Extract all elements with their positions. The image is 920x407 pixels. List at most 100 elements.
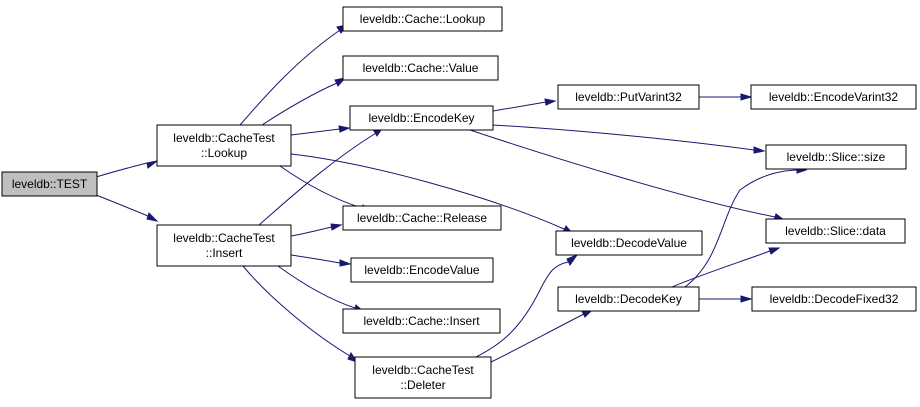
node-label: leveldb::Slice::size xyxy=(787,150,886,164)
arrowhead xyxy=(768,247,781,255)
edge-line xyxy=(95,162,148,178)
edge-line xyxy=(475,261,569,358)
edge-line xyxy=(290,226,333,237)
arrowhead xyxy=(338,125,351,133)
edge-line xyxy=(492,124,755,151)
edge-line xyxy=(95,194,149,217)
arrowhead xyxy=(330,223,343,231)
arrowhead xyxy=(740,93,753,101)
edge-line xyxy=(492,101,547,112)
node-label: leveldb::EncodeKey xyxy=(368,111,474,125)
node-box xyxy=(342,6,503,32)
node-box xyxy=(557,84,700,110)
node-box xyxy=(557,286,700,312)
node-ct-insert[interactable]: leveldb::CacheTest::Insert xyxy=(156,224,292,267)
node-cache-release[interactable]: leveldb::Cache::Release xyxy=(342,205,502,231)
node-label: leveldb::EncodeVarint32 xyxy=(769,90,899,104)
node-box xyxy=(349,105,494,131)
node-label: leveldb::Cache::Insert xyxy=(363,314,480,328)
node-decode-key[interactable]: leveldb::DecodeKey xyxy=(557,286,700,312)
edge-ct-deleter-to-decode-key xyxy=(490,309,594,363)
node-label: leveldb::EncodeValue xyxy=(364,263,480,277)
node-label: ::Lookup xyxy=(201,146,247,160)
node-cache-value[interactable]: leveldb::Cache::Value xyxy=(342,55,499,81)
node-label: ::Insert xyxy=(206,246,243,260)
edge-line xyxy=(290,254,341,264)
node-decode-fixed32[interactable]: leveldb::DecodeFixed32 xyxy=(751,286,917,312)
node-encode-varint32[interactable]: leveldb::EncodeVarint32 xyxy=(750,84,917,110)
edge-ct-insert-to-cache-release xyxy=(290,223,343,237)
node-box xyxy=(750,84,917,110)
edge-encode-key-to-put-varint32 xyxy=(492,98,557,112)
node-slice-data[interactable]: leveldb::Slice::data xyxy=(765,218,906,244)
node-cache-lookup[interactable]: leveldb::Cache::Lookup xyxy=(342,6,503,32)
edge-decode-key-to-slice-data xyxy=(671,247,781,288)
node-box xyxy=(765,144,907,170)
node-label: leveldb::CacheTest xyxy=(372,363,474,377)
edge-line xyxy=(277,265,356,309)
nodes-layer: leveldb::TESTleveldb::CacheTest::Lookupl… xyxy=(1,6,917,399)
node-box xyxy=(156,224,292,267)
edge-ct-lookup-to-cache-value xyxy=(261,77,347,126)
node-box xyxy=(354,356,492,399)
node-slice-size[interactable]: leveldb::Slice::size xyxy=(765,144,907,170)
node-box xyxy=(156,124,292,167)
node-label: ::Deleter xyxy=(400,378,445,392)
edge-ct-insert-to-encode-value xyxy=(290,254,352,267)
node-label: leveldb::Cache::Value xyxy=(363,61,479,75)
edge-line xyxy=(469,129,776,218)
edge-line xyxy=(671,250,771,288)
node-box xyxy=(350,257,494,283)
edge-line xyxy=(290,128,341,136)
node-box xyxy=(751,286,917,312)
node-label: leveldb::CacheTest xyxy=(173,231,275,245)
node-label: leveldb::Slice::data xyxy=(785,224,886,238)
node-cache-insert[interactable]: leveldb::Cache::Insert xyxy=(342,308,501,334)
arrowhead xyxy=(544,98,557,106)
edge-line xyxy=(242,265,351,357)
node-ct-deleter[interactable]: leveldb::CacheTest::Deleter xyxy=(354,356,492,399)
node-put-varint32[interactable]: leveldb::PutVarint32 xyxy=(557,84,700,110)
node-box xyxy=(342,205,502,231)
arrowhead xyxy=(146,160,158,169)
node-label: leveldb::DecodeKey xyxy=(575,292,682,306)
node-box xyxy=(765,218,906,244)
node-encode-value[interactable]: leveldb::EncodeValue xyxy=(350,257,494,283)
edge-line xyxy=(279,165,363,209)
edge-line xyxy=(239,29,341,126)
node-box xyxy=(555,230,703,256)
edge-test-to-ct-insert xyxy=(95,194,159,222)
edge-line xyxy=(290,153,565,230)
node-label: leveldb::CacheTest xyxy=(173,131,275,145)
node-label: leveldb::TEST xyxy=(12,177,88,191)
edge-line xyxy=(684,169,801,288)
arrowhead xyxy=(753,146,766,154)
node-label: leveldb::DecodeFixed32 xyxy=(770,292,899,306)
node-ct-lookup[interactable]: leveldb::CacheTest::Lookup xyxy=(156,124,292,167)
node-box xyxy=(342,55,499,81)
node-label: leveldb::DecodeValue xyxy=(571,236,687,250)
edge-ct-lookup-to-cache-lookup xyxy=(239,24,349,126)
node-box xyxy=(342,308,501,334)
arrowhead xyxy=(566,253,579,266)
node-label: leveldb::Cache::Lookup xyxy=(360,12,486,26)
node-box xyxy=(1,171,98,197)
node-test[interactable]: leveldb::TEST xyxy=(1,171,98,197)
arrowhead xyxy=(740,295,753,303)
node-label: leveldb::PutVarint32 xyxy=(575,90,682,104)
edge-ct-lookup-to-cache-release xyxy=(279,165,373,213)
edge-ct-deleter-to-decode-value xyxy=(475,253,579,358)
edge-line xyxy=(490,313,585,363)
node-decode-value[interactable]: leveldb::DecodeValue xyxy=(555,230,703,256)
edge-encode-key-to-slice-data xyxy=(469,129,786,221)
arrowhead xyxy=(146,212,159,222)
edge-line xyxy=(261,82,338,126)
arrowhead xyxy=(339,259,352,267)
edge-encode-key-to-slice-size xyxy=(492,124,766,154)
edge-decode-key-to-decode-fixed32 xyxy=(699,295,753,303)
edge-put-varint32-to-encode-varint32 xyxy=(698,93,753,101)
node-label: leveldb::Cache::Release xyxy=(357,211,487,225)
node-encode-key[interactable]: leveldb::EncodeKey xyxy=(349,105,494,131)
edge-ct-lookup-to-encode-key xyxy=(290,125,351,136)
